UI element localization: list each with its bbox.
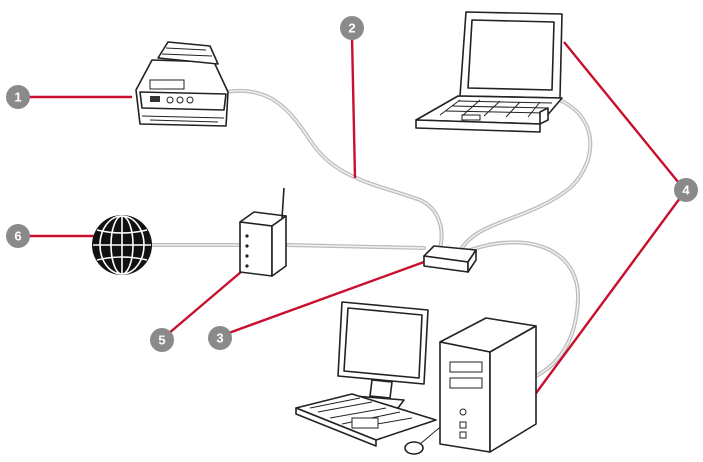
callout-3-label: 3 xyxy=(216,331,223,346)
desktop-keyboard xyxy=(295,393,437,447)
laptop-keys xyxy=(439,99,553,121)
leader-5 xyxy=(167,265,249,335)
callout-2: 2 xyxy=(340,16,364,40)
network-hub xyxy=(423,245,477,273)
scanner xyxy=(135,41,229,127)
leader-4a xyxy=(563,41,684,189)
callout-5: 5 xyxy=(150,328,174,352)
leader-4b xyxy=(527,193,684,405)
desktop-mouse xyxy=(404,425,443,455)
desktop-cable-core xyxy=(469,241,579,379)
laptop xyxy=(415,11,563,133)
callout-1: 1 xyxy=(6,85,30,109)
callout-2-label: 2 xyxy=(348,21,355,36)
callout-6-label: 6 xyxy=(14,229,21,244)
router xyxy=(239,187,287,277)
leader-2 xyxy=(350,35,357,179)
internet-globe-icon xyxy=(92,215,152,275)
callout-1-label: 1 xyxy=(14,90,21,105)
cables xyxy=(150,88,593,380)
scanner-cable-core xyxy=(225,90,443,249)
desktop-monitor xyxy=(337,301,429,409)
callout-4: 4 xyxy=(674,178,698,202)
callout-4-label: 4 xyxy=(682,183,690,198)
callout-6: 6 xyxy=(6,224,30,248)
leader-lines xyxy=(24,35,684,405)
router-cable-core xyxy=(287,244,425,249)
callout-5-label: 5 xyxy=(158,333,165,348)
laptop-cable-core xyxy=(461,95,591,249)
leader-3 xyxy=(225,260,425,336)
desktop-tower xyxy=(439,317,537,453)
callout-3: 3 xyxy=(208,326,232,350)
